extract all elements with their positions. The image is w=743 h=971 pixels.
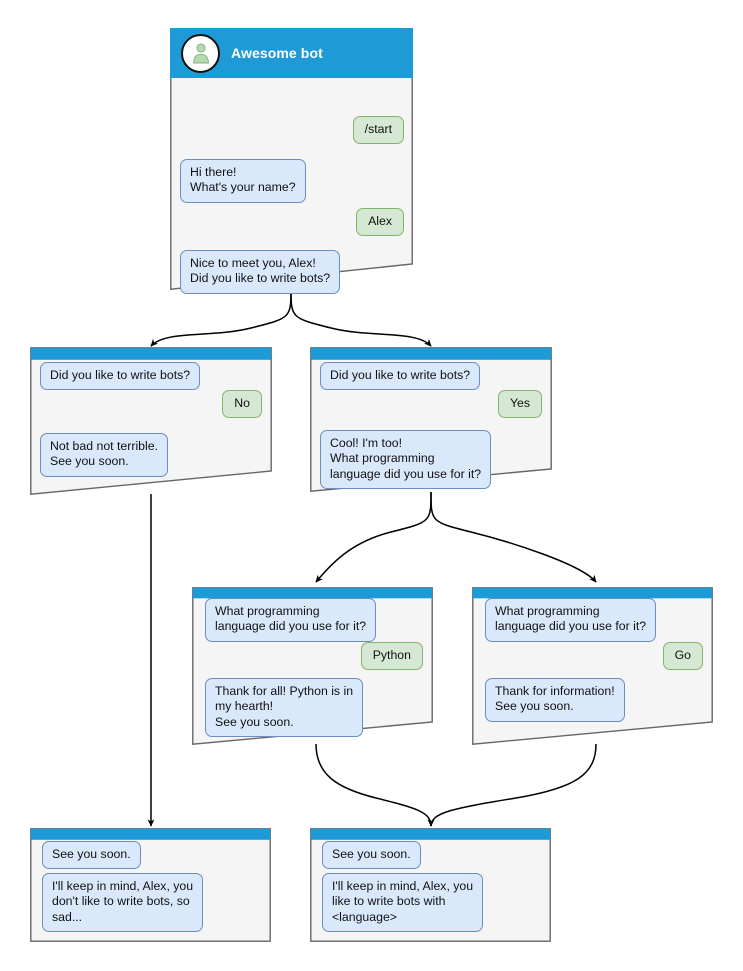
connector-start-to-no <box>150 287 292 347</box>
bot-message-bubble: Not bad not terrible. See you soon. <box>40 433 169 477</box>
message-row: Not bad not terrible. See you soon. <box>40 433 262 477</box>
message-row: What programming language did you use fo… <box>485 598 703 642</box>
message-row: I'll keep in mind, Alex, you like to wri… <box>322 873 540 933</box>
card-header-start: Awesome bot <box>170 28 413 78</box>
message-row: See you soon. <box>42 841 260 870</box>
chat-card-end-sad[interactable]: See you soon. I'll keep in mind, Alex, y… <box>30 828 271 942</box>
connector-python-to-end-happy <box>315 743 435 827</box>
message-row: See you soon. <box>322 841 540 870</box>
bot-message-bubble: I'll keep in mind, Alex, you don't like … <box>42 873 204 933</box>
message-row: Did you like to write bots? <box>40 362 262 391</box>
bot-message-bubble: What programming language did you use fo… <box>485 598 657 642</box>
bot-avatar-icon <box>181 33 220 73</box>
bot-message-bubble: Thank for all! Python is in my hearth! S… <box>205 678 364 738</box>
chat-card-end-happy[interactable]: See you soon. I'll keep in mind, Alex, y… <box>310 828 551 942</box>
user-message-bubble: Yes <box>497 390 542 419</box>
bot-message-bubble: What programming language did you use fo… <box>205 598 377 642</box>
message-row: Did you like to write bots? <box>320 362 542 391</box>
message-row: No <box>40 390 262 419</box>
user-message-bubble: Python <box>360 642 423 671</box>
user-message-bubble: No <box>222 390 262 419</box>
user-message-bubble: Alex <box>356 208 404 237</box>
bot-message-bubble: Thank for information! See you soon. <box>485 678 625 722</box>
message-row: /start <box>180 116 404 145</box>
message-row: Thank for information! See you soon. <box>485 678 703 722</box>
connector-start-to-yes <box>290 287 432 347</box>
bot-message-bubble: Did you like to write bots? <box>320 362 481 391</box>
user-message-bubble: /start <box>352 116 404 145</box>
bot-message-bubble: Did you like to write bots? <box>40 362 201 391</box>
message-row: Thank for all! Python is in my hearth! S… <box>205 678 423 738</box>
chat-card-start[interactable]: Awesome bot /start Hi there! What's your… <box>170 28 413 294</box>
bot-message-bubble: Cool! I'm too! What programming language… <box>320 430 492 490</box>
connector-yes-to-python <box>315 491 432 583</box>
chat-card-answer-yes[interactable]: Did you like to write bots? Yes Cool! I'… <box>310 347 552 492</box>
message-row: Yes <box>320 390 542 419</box>
chat-card-lang-go[interactable]: What programming language did you use fo… <box>472 587 713 745</box>
message-row: I'll keep in mind, Alex, you don't like … <box>42 873 260 933</box>
message-row: Go <box>485 642 703 671</box>
bot-message-bubble: I'll keep in mind, Alex, you like to wri… <box>322 873 484 933</box>
connector-go-to-end-happy <box>427 743 597 827</box>
chat-card-answer-no[interactable]: Did you like to write bots? No Not bad n… <box>30 347 272 495</box>
bot-message-bubble: Hi there! What's your name? <box>180 159 306 203</box>
message-row: Hi there! What's your name? <box>180 159 404 203</box>
bot-message-bubble: Nice to meet you, Alex! Did you like to … <box>180 250 341 294</box>
card-title: Awesome bot <box>231 45 323 61</box>
connector-yes-to-go <box>430 491 597 583</box>
chat-card-lang-python[interactable]: What programming language did you use fo… <box>192 587 433 745</box>
bot-message-bubble: See you soon. <box>42 841 141 870</box>
message-row: Nice to meet you, Alex! Did you like to … <box>180 250 404 294</box>
message-row: Python <box>205 642 423 671</box>
message-row: Cool! I'm too! What programming language… <box>320 430 542 490</box>
message-row: What programming language did you use fo… <box>205 598 423 642</box>
user-message-bubble: Go <box>662 642 703 671</box>
bot-message-bubble: See you soon. <box>322 841 421 870</box>
message-row: Alex <box>180 208 404 237</box>
